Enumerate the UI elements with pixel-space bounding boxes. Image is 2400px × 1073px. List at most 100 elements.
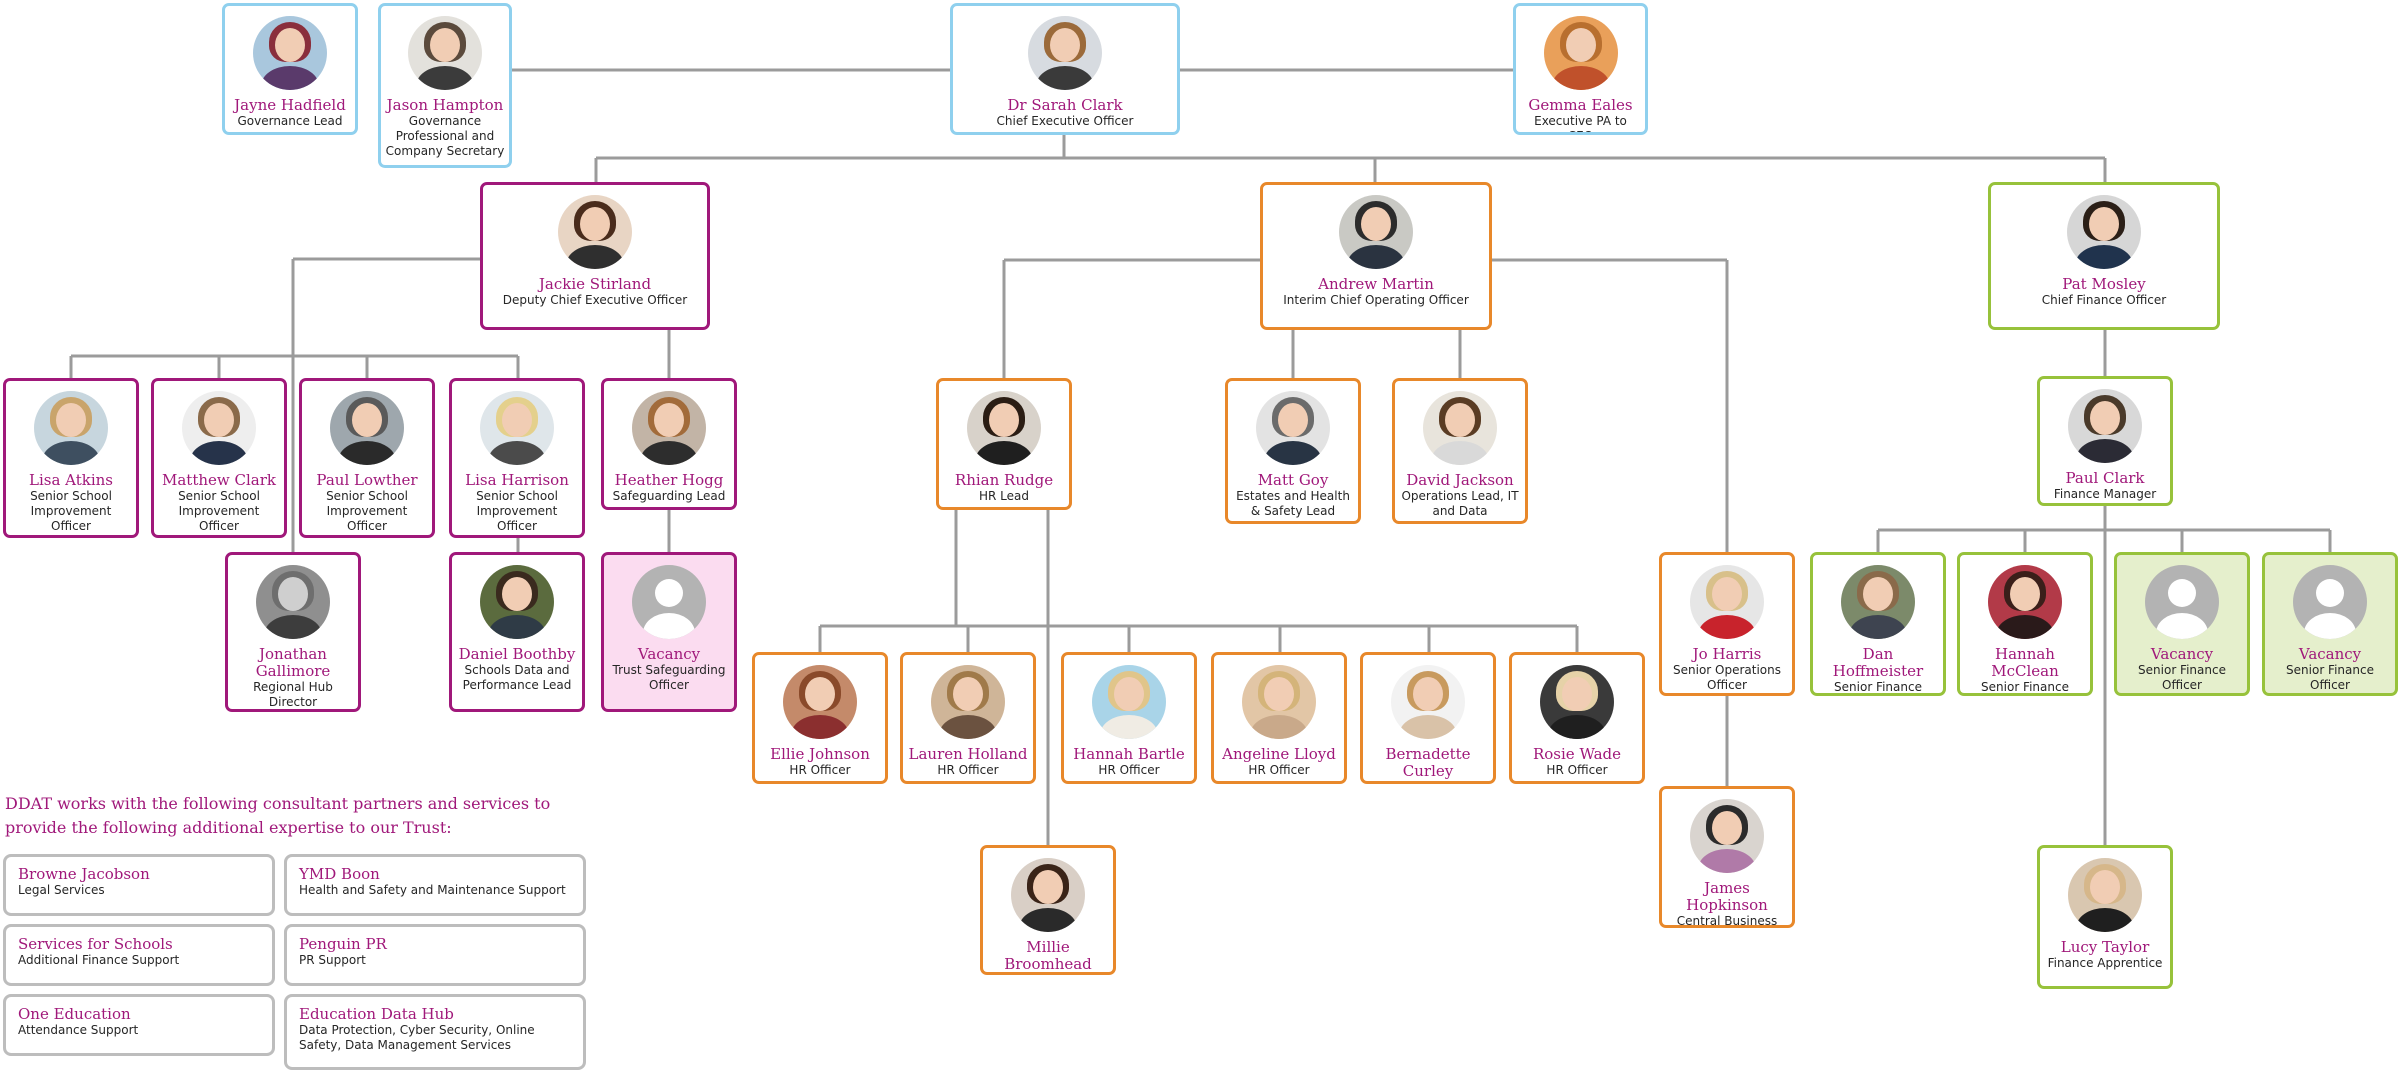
person-card-jo-harris: Jo Harris Senior Operations Officer — [1659, 552, 1795, 696]
partner-card-education-data-hub: Education Data Hub Data Protection, Cybe… — [284, 994, 586, 1070]
person-name: Pat Mosley — [2062, 275, 2146, 293]
person-role: Senior Finance Officer — [2138, 663, 2226, 692]
photo-hannah-bartle — [1092, 665, 1166, 739]
person-name: Jo Harris — [1692, 645, 1762, 663]
person-name: Jonathan Gallimore — [255, 645, 331, 680]
person-name: Dr Sarah Clark — [1007, 96, 1123, 114]
person-card-vacancy-safeguarding: Vacancy Trust Safeguarding Officer — [601, 552, 737, 712]
person-role: HR Officer — [789, 763, 851, 777]
person-role: Senior Finance Officer — [2286, 663, 2374, 692]
placeholder-avatar-icon — [2145, 565, 2219, 639]
person-card-matthew-clark: Matthew Clark Senior School Improvement … — [151, 378, 287, 538]
person-card-jonathan-gallimore: Jonathan Gallimore Regional Hub Director — [225, 552, 361, 712]
person-card-jason-hampton: Jason Hampton Governance Professional an… — [378, 3, 512, 168]
photo-daniel-boothby — [480, 565, 554, 639]
person-role: Senior Finance Officer — [1981, 680, 2069, 694]
person-role: HR Officer — [1098, 763, 1160, 777]
photo-ellie-johnson — [783, 665, 857, 739]
person-card-dan-hoffmeister: Dan Hoffmeister Senior Finance Officer — [1810, 552, 1946, 696]
photo-matthew-clark — [182, 391, 256, 465]
placeholder-avatar-icon — [2293, 565, 2367, 639]
person-role: HR Officer — [1248, 763, 1310, 777]
photo-james-hopkinson — [1690, 799, 1764, 873]
person-card-vacancy-finance-2: Vacancy Senior Finance Officer — [2262, 552, 2398, 696]
person-card-bernadette-curley: Bernadette Curley HR Officer — [1360, 652, 1496, 784]
person-name: Lauren Holland — [908, 745, 1028, 763]
person-card-james-hopkinson: James Hopkinson Central Business Adminis… — [1659, 786, 1795, 928]
person-role: Safeguarding Lead — [612, 489, 726, 503]
person-name: Hannah Bartle — [1073, 745, 1185, 763]
person-role: Interim Chief Operating Officer — [1283, 293, 1469, 307]
person-role: Senior School Improvement Officer — [476, 489, 558, 533]
partner-service: Additional Finance Support — [18, 953, 180, 967]
person-role: Central Business Administrator — [1676, 914, 1778, 928]
placeholder-avatar-icon — [632, 565, 706, 639]
partner-service: PR Support — [299, 953, 366, 967]
person-card-jackie-stirland: Jackie Stirland Deputy Chief Executive O… — [480, 182, 710, 330]
person-name: Vacancy — [2298, 645, 2362, 663]
photo-lisa-atkins — [34, 391, 108, 465]
person-name: Millie Broomhead — [1004, 938, 1092, 973]
partner-card-ymd-boon: YMD Boon Health and Safety and Maintenan… — [284, 854, 586, 916]
person-card-angeline-lloyd: Angeline Lloyd HR Officer — [1211, 652, 1347, 784]
photo-jason-hampton — [408, 16, 482, 90]
person-card-hannah-bartle: Hannah Bartle HR Officer — [1061, 652, 1197, 784]
person-role: Trust Safeguarding Officer — [612, 663, 726, 692]
person-name: Lisa Harrison — [465, 471, 569, 489]
person-card-gemma-eales: Gemma Eales Executive PA to CEO — [1513, 3, 1648, 135]
person-name: Matthew Clark — [162, 471, 276, 489]
person-role: Operations Lead, IT and Data — [1401, 489, 1519, 518]
partner-name: YMD Boon — [299, 865, 380, 883]
person-name: Andrew Martin — [1318, 275, 1434, 293]
person-card-andrew-martin: Andrew Martin Interim Chief Operating Of… — [1260, 182, 1492, 330]
person-name: Gemma Eales — [1528, 96, 1633, 114]
person-name: David Jackson — [1406, 471, 1514, 489]
person-card-rhian-rudge: Rhian Rudge HR Lead — [936, 378, 1072, 510]
person-role: Finance Apprentice — [2047, 956, 2163, 970]
person-card-sarah-clark: Dr Sarah Clark Chief Executive Officer — [950, 3, 1180, 135]
partner-name: One Education — [18, 1005, 131, 1023]
person-role: Chief Executive Officer — [996, 114, 1134, 128]
photo-matt-goy — [1256, 391, 1330, 465]
photo-rhian-rudge — [967, 391, 1041, 465]
person-card-lauren-holland: Lauren Holland HR Officer — [900, 652, 1036, 784]
person-card-rosie-wade: Rosie Wade HR Officer — [1509, 652, 1645, 784]
person-name: Matt Goy — [1257, 471, 1329, 489]
person-card-paul-lowther: Paul Lowther Senior School Improvement O… — [299, 378, 435, 538]
partner-service: Health and Safety and Maintenance Suppor… — [299, 883, 566, 897]
person-name: Jackie Stirland — [538, 275, 652, 293]
person-name: Bernadette Curley — [1385, 745, 1471, 780]
person-role: Senior School Improvement Officer — [30, 489, 112, 533]
person-name: James Hopkinson — [1686, 879, 1768, 914]
person-role: Senior Operations Officer — [1673, 663, 1781, 692]
partners-intro: DDAT works with the following consultant… — [5, 794, 551, 837]
photo-lucy-taylor — [2068, 858, 2142, 932]
photo-jackie-stirland — [558, 195, 632, 269]
person-card-heather-hogg: Heather Hogg Safeguarding Lead — [601, 378, 737, 510]
partner-name: Penguin PR — [299, 935, 387, 953]
photo-paul-lowther — [330, 391, 404, 465]
partner-card-penguin-pr: Penguin PR PR Support — [284, 924, 586, 986]
photo-angeline-lloyd — [1242, 665, 1316, 739]
partner-card-browne-jacobson: Browne Jacobson Legal Services — [3, 854, 275, 916]
person-card-hannah-mcclean: Hannah McClean Senior Finance Officer — [1957, 552, 2093, 696]
person-role: Governance Lead — [237, 114, 343, 128]
partner-card-one-education: One Education Attendance Support — [3, 994, 275, 1056]
photo-hannah-mcclean — [1988, 565, 2062, 639]
photo-millie-broomhead — [1011, 858, 1085, 932]
person-role: Estates and Health & Safety Lead — [1236, 489, 1350, 518]
person-card-daniel-boothby: Daniel Boothby Schools Data and Performa… — [449, 552, 585, 712]
person-role: Executive PA to CEO — [1534, 114, 1627, 132]
person-name: Jason Hampton — [386, 96, 504, 114]
person-role: HR Officer — [1546, 763, 1608, 777]
partner-service: Legal Services — [18, 883, 105, 897]
photo-paul-clark — [2068, 389, 2142, 463]
photo-pat-mosley — [2067, 195, 2141, 269]
photo-rosie-wade — [1540, 665, 1614, 739]
person-name: Daniel Boothby — [458, 645, 576, 663]
person-name: Lucy Taylor — [2060, 938, 2150, 956]
person-name: Paul Lowther — [316, 471, 418, 489]
person-name: Vacancy — [2150, 645, 2214, 663]
photo-heather-hogg — [632, 391, 706, 465]
person-name: Jayne Hadfield — [234, 96, 346, 114]
